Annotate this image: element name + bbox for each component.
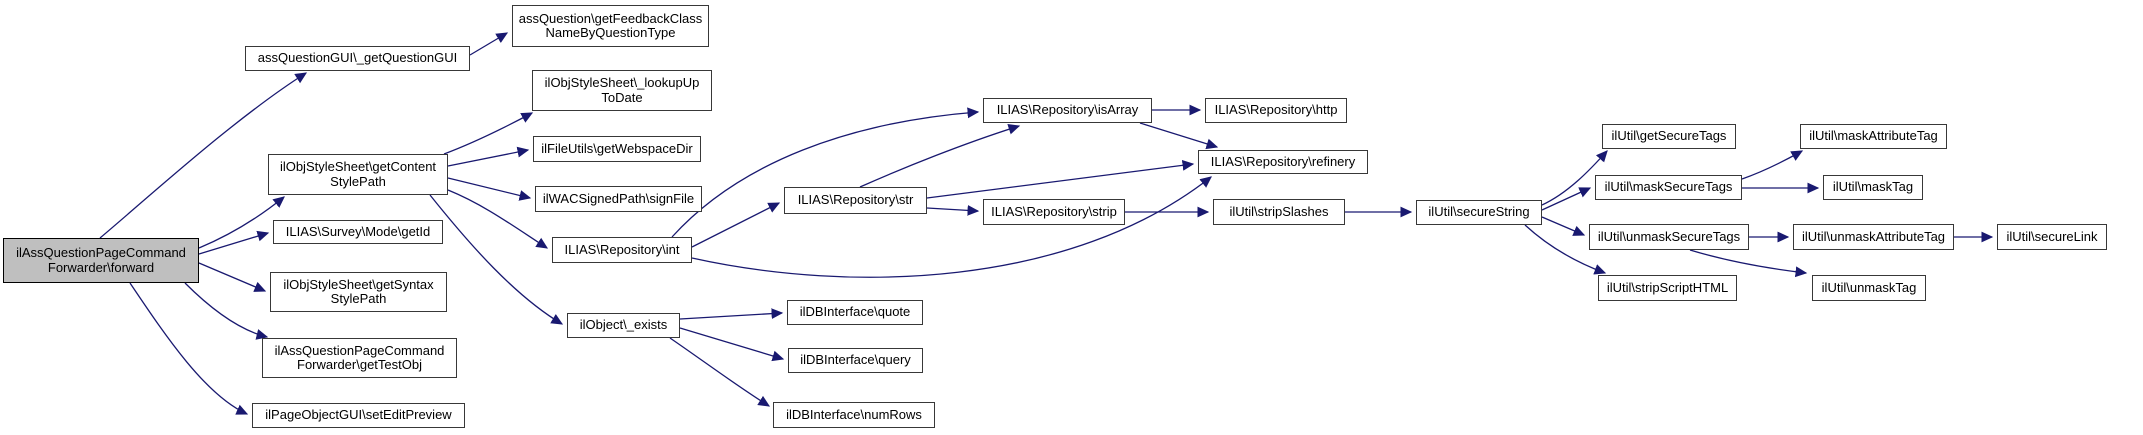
edge-unmask_secure_tags-unmask_tag <box>1689 249 1808 278</box>
node-label: ilObjStyleSheet\_lookupUp ToDate <box>544 75 700 105</box>
node-label: ilDBInterface\numRows <box>786 406 922 422</box>
edge-forward-get_content_style_path <box>198 196 285 249</box>
edge-obj_exists-db_quote <box>679 308 784 320</box>
node-label: assQuestion\getFeedbackClass NameByQuest… <box>518 10 703 40</box>
node-set-edit-preview[interactable]: ilPageObjectGUI\setEditPreview <box>252 403 465 428</box>
edge-get_content_style_path-lookup_up_to_date <box>443 112 534 155</box>
node-label: ilObjStyleSheet\getContent StylePath <box>279 159 437 189</box>
node-object-exists[interactable]: ilObject\_exists <box>567 313 680 338</box>
edge-forward-get_test_obj <box>184 282 269 340</box>
node-get-syntax-style-path[interactable]: ilObjStyleSheet\getSyntax StylePath <box>270 272 447 312</box>
node-label: ilPageObjectGUI\setEditPreview <box>265 407 452 423</box>
edge-secure_string-unmask_secure_tags <box>1541 216 1586 236</box>
edge-mask_secure_tags-mask_attribute_tag <box>1741 150 1804 180</box>
edge-get_content_style_path-repo_int <box>447 189 549 249</box>
node-label: ilUtil\unmaskAttributeTag <box>1801 228 1946 244</box>
node-get-content-style-path[interactable]: ilObjStyleSheet\getContent StylePath <box>268 154 448 195</box>
node-label: ilObject\_exists <box>579 317 668 333</box>
node-strip-slashes[interactable]: ilUtil\stripSlashes <box>1213 199 1345 225</box>
node-strip-script-html[interactable]: ilUtil\stripScriptHTML <box>1598 275 1737 301</box>
node-label: ilUtil\maskAttributeTag <box>1809 128 1938 144</box>
node-label: ILIAS\Repository\strip <box>991 203 1117 219</box>
node-label: ilFileUtils\getWebspaceDir <box>541 140 693 156</box>
node-label: ilUtil\maskTag <box>1832 179 1914 195</box>
node-sign-file[interactable]: ilWACSignedPath\signFile <box>535 186 702 212</box>
node-label: ilUtil\maskSecureTags <box>1604 179 1733 195</box>
edge-repo_int-repo_refinery <box>691 176 1212 278</box>
node-label: ILIAS\Repository\http <box>1214 102 1338 118</box>
node-unmask-attribute-tag[interactable]: ilUtil\unmaskAttributeTag <box>1793 224 1954 250</box>
node-get-secure-tags[interactable]: ilUtil\getSecureTags <box>1602 124 1736 149</box>
node-repository-refinery[interactable]: ILIAS\Repository\refinery <box>1198 150 1368 174</box>
node-mask-tag[interactable]: ilUtil\maskTag <box>1823 175 1923 200</box>
edge-forward-survey_mode_get_id <box>198 230 270 255</box>
edge-get_content_style_path-get_webspace_dir <box>447 146 530 167</box>
node-label: ilWACSignedPath\signFile <box>542 190 695 206</box>
node-label: ilDBInterface\quote <box>799 304 911 320</box>
node-label: ilUtil\secureString <box>1428 204 1530 220</box>
edge-get_content_style_path-obj_exists <box>429 194 564 325</box>
node-repository-http[interactable]: ILIAS\Repository\http <box>1205 98 1347 123</box>
edge-repo_str-repo_refinery <box>926 159 1195 199</box>
node-unmask-tag[interactable]: ilUtil\unmaskTag <box>1812 275 1926 301</box>
node-label: ILIAS\Repository\int <box>564 241 680 257</box>
node-repository-is-array[interactable]: ILIAS\Repository\isArray <box>983 98 1152 123</box>
node-label: ilUtil\stripSlashes <box>1229 203 1329 219</box>
node-label: ILIAS\Repository\refinery <box>1210 153 1356 169</box>
node-label: ilUtil\secureLink <box>2006 228 2098 244</box>
edge-get_content_style_path-sign_file <box>447 177 532 201</box>
node-secure-link[interactable]: ilUtil\secureLink <box>1997 224 2107 250</box>
node-label: ilAssQuestionPageCommand Forwarder\getTe… <box>274 342 445 372</box>
node-get-feedback-class-name-by-question-type[interactable]: assQuestion\getFeedbackClass NameByQuest… <box>512 5 709 47</box>
node-label: ILIAS\Repository\str <box>797 192 914 208</box>
node-mask-secure-tags[interactable]: ilUtil\maskSecureTags <box>1595 175 1742 200</box>
node-get-test-obj[interactable]: ilAssQuestionPageCommand Forwarder\getTe… <box>262 338 457 378</box>
node-db-quote[interactable]: ilDBInterface\quote <box>787 300 923 325</box>
node-get-webspace-dir[interactable]: ilFileUtils\getWebspaceDir <box>533 136 701 162</box>
node-survey-mode-get-id[interactable]: ILIAS\Survey\Mode\getId <box>273 220 443 244</box>
node-lookup-up-to-date[interactable]: ilObjStyleSheet\_lookupUp ToDate <box>532 70 712 111</box>
node-repository-strip[interactable]: ILIAS\Repository\strip <box>983 199 1125 225</box>
edge-obj_exists-db_query <box>679 327 785 362</box>
node-label: ILIAS\Survey\Mode\getId <box>285 223 431 239</box>
node-label: ilUtil\unmaskSecureTags <box>1597 228 1741 244</box>
node-label: ilUtil\getSecureTags <box>1611 128 1727 144</box>
edge-secure_string-mask_secure_tags <box>1541 187 1592 211</box>
node-label: ilAssQuestionPageCommand Forwarder\forwa… <box>16 245 186 275</box>
edge-repo_int-repo_is_array <box>671 107 980 238</box>
edge-get_question_gui-get_feedback_class <box>469 32 509 56</box>
edge-repo_str-repo_is_array <box>859 123 1021 188</box>
node-repository-int[interactable]: ILIAS\Repository\int <box>552 237 692 263</box>
edge-repo_is_array-repo_refinery <box>1139 122 1219 150</box>
node-label: ilUtil\unmaskTag <box>1821 279 1917 295</box>
node-db-num-rows[interactable]: ilDBInterface\numRows <box>773 402 935 428</box>
node-label: ilDBInterface\query <box>800 352 911 368</box>
node-get-question-gui[interactable]: assQuestionGUI\_getQuestionGUI <box>245 46 470 71</box>
node-label: ILIAS\Repository\isArray <box>996 102 1139 118</box>
node-unmask-secure-tags[interactable]: ilUtil\unmaskSecureTags <box>1589 224 1749 250</box>
node-db-query[interactable]: ilDBInterface\query <box>788 348 923 373</box>
node-label: assQuestionGUI\_getQuestionGUI <box>257 50 458 66</box>
edge-forward-set_edit_preview <box>129 282 249 415</box>
edge-repo_str-repo_strip <box>926 204 980 216</box>
node-label: ilUtil\stripScriptHTML <box>1606 279 1729 295</box>
node-secure-string[interactable]: ilUtil\secureString <box>1416 200 1542 225</box>
node-mask-attribute-tag[interactable]: ilUtil\maskAttributeTag <box>1800 124 1947 149</box>
node-label: ilObjStyleSheet\getSyntax StylePath <box>283 276 434 306</box>
edge-obj_exists-db_num_rows <box>669 337 771 407</box>
edge-forward-get_syntax_style_path <box>198 262 267 292</box>
edge-repo_int-repo_str <box>691 202 781 248</box>
node-forward: ilAssQuestionPageCommand Forwarder\forwa… <box>3 238 199 283</box>
node-repository-str[interactable]: ILIAS\Repository\str <box>784 187 927 214</box>
